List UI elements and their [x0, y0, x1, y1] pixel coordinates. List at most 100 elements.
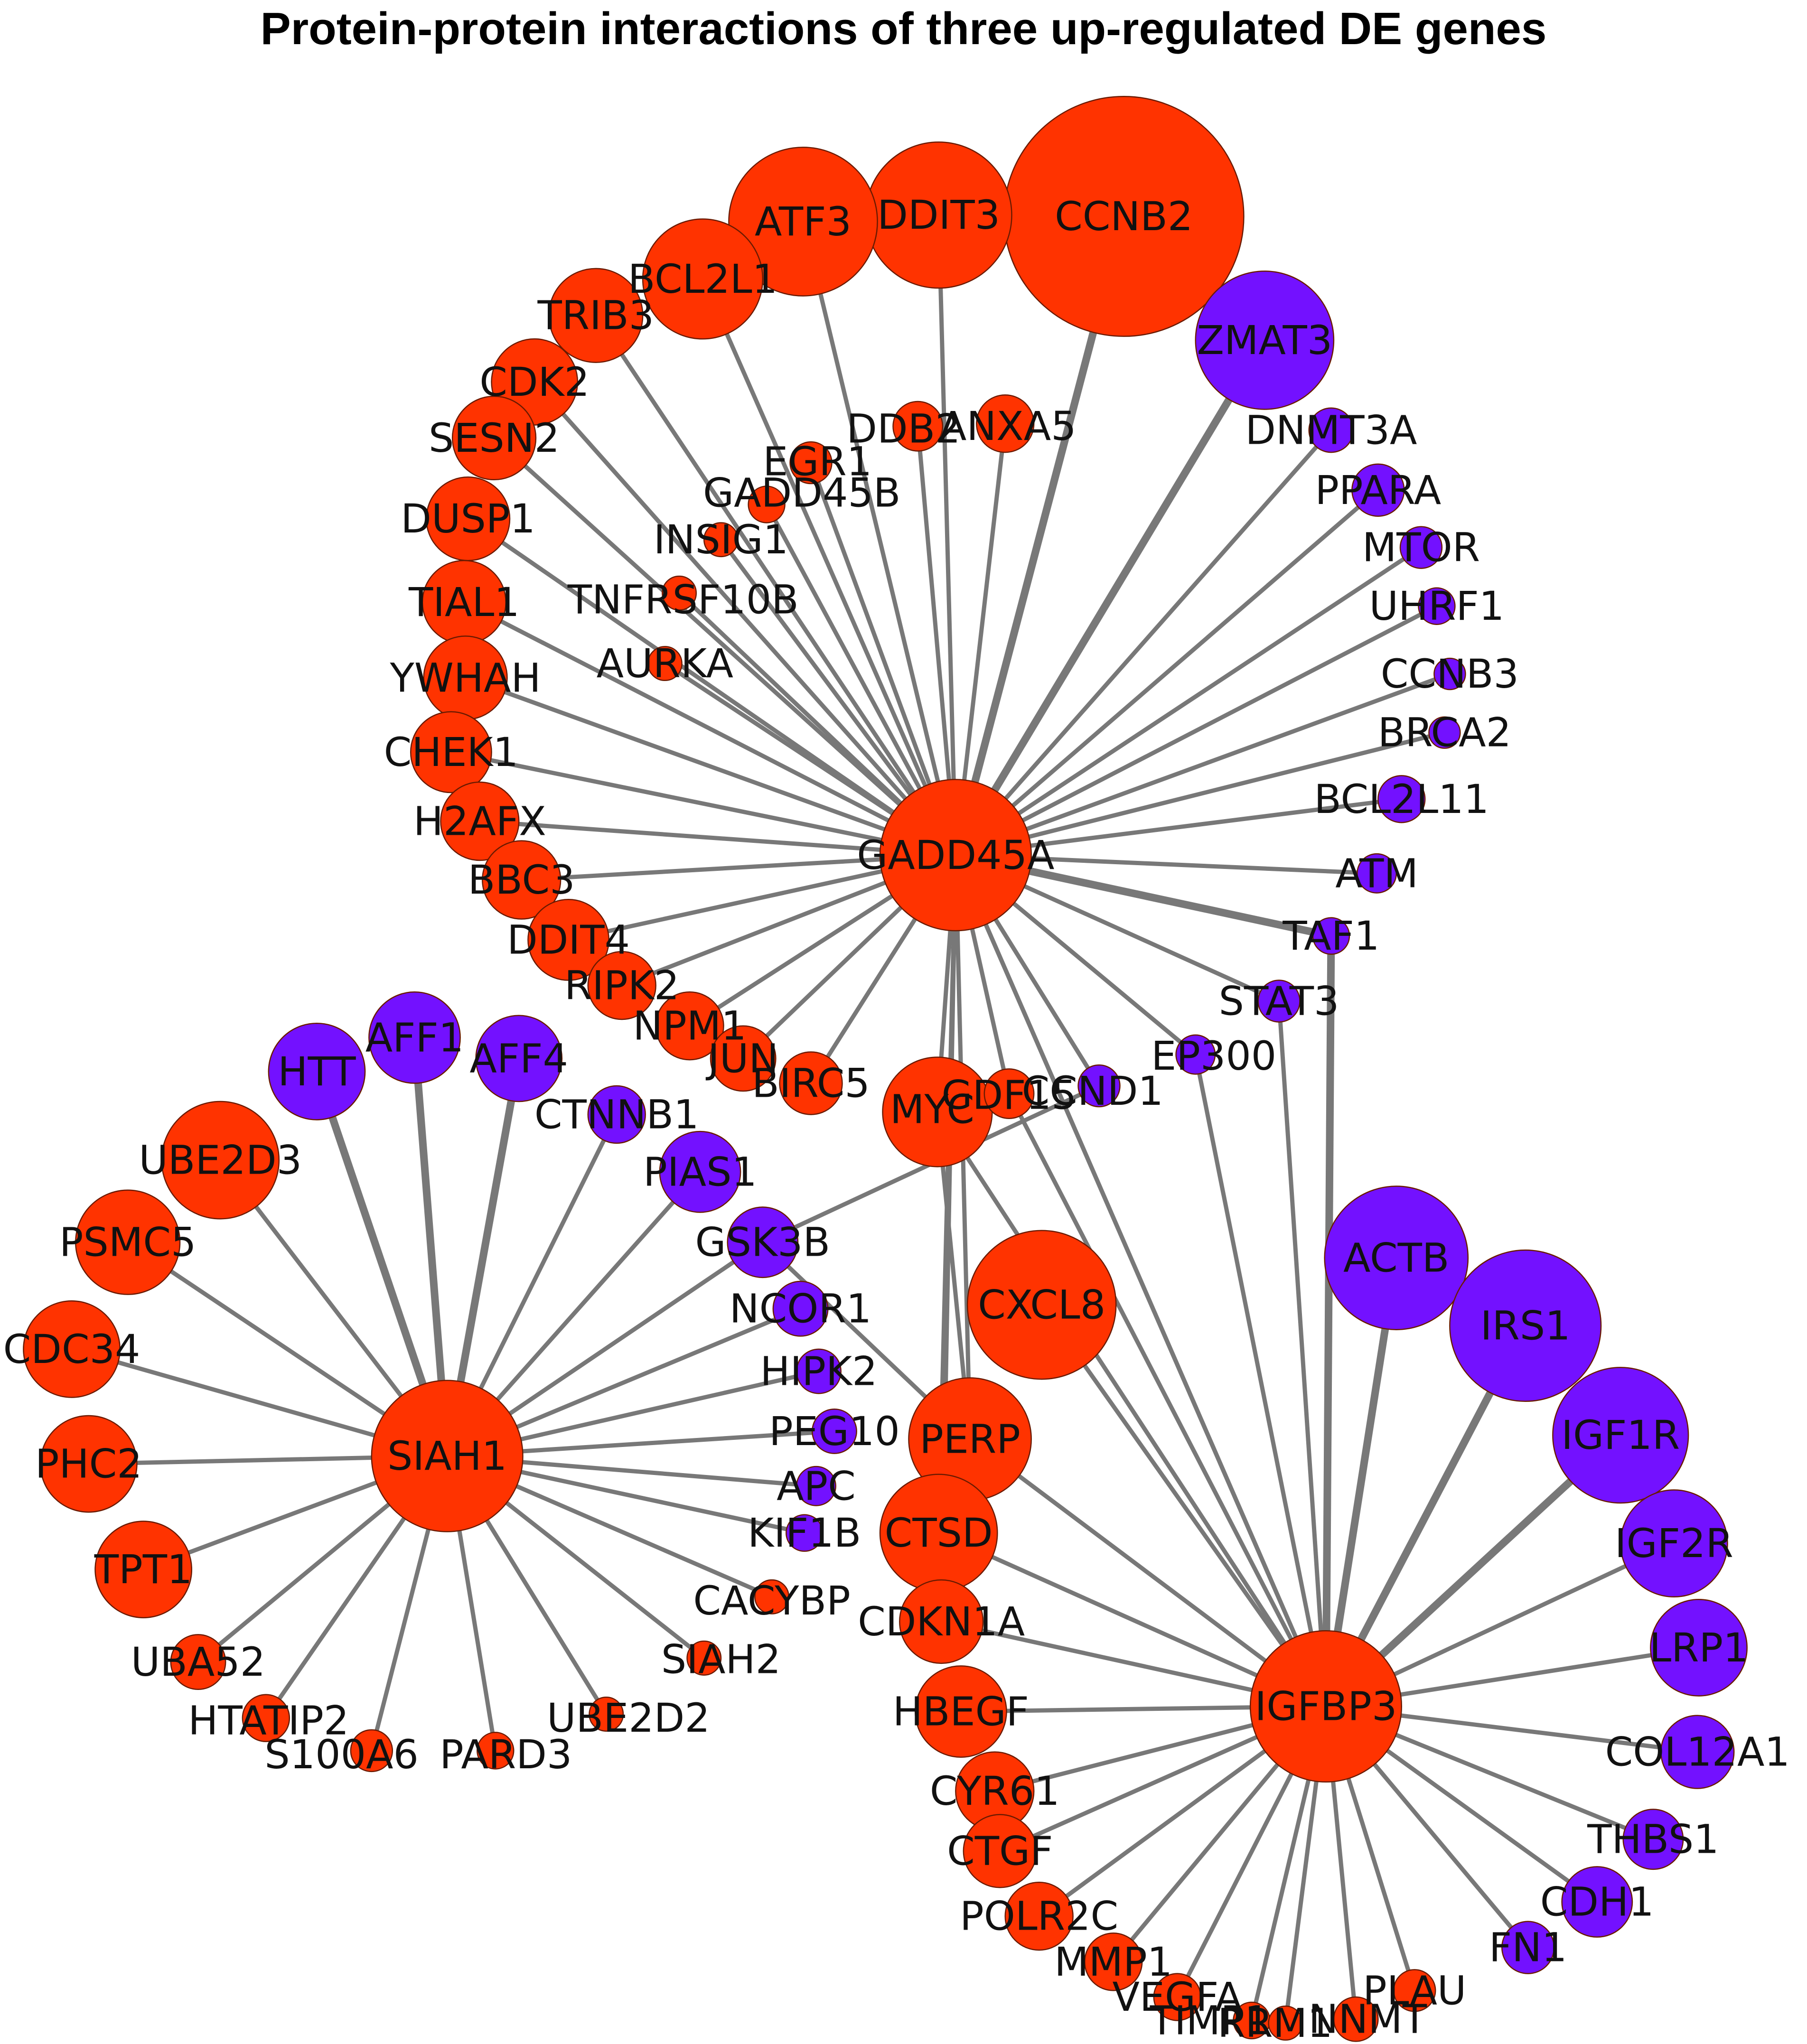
edge-igfbp3-ep300 [1193, 1054, 1328, 1707]
node-cxcl8[interactable] [966, 1230, 1117, 1380]
node-ddb2[interactable] [892, 401, 944, 452]
node-dnmt3a[interactable] [1308, 407, 1354, 453]
node-label-ripk2: RIPK2 [564, 962, 679, 1009]
node-label-perp: PERP [919, 1416, 1021, 1462]
node-label-ppara: PPARA [1315, 467, 1441, 513]
node-htatip2[interactable] [242, 1694, 290, 1742]
node-igfbp3[interactable] [1249, 1630, 1403, 1783]
node-bcl2l11[interactable] [1377, 775, 1426, 823]
node-vegfa[interactable] [1153, 1973, 1202, 2021]
node-aurka[interactable] [647, 646, 683, 681]
node-tpt1[interactable] [94, 1521, 193, 1618]
node-sesn2[interactable] [451, 395, 537, 481]
node-fn1[interactable] [1501, 1921, 1555, 1974]
node-kif1b[interactable] [786, 1514, 824, 1552]
node-psmc5[interactable] [75, 1189, 181, 1295]
node-zmat3[interactable] [1195, 271, 1335, 410]
node-gadd45b[interactable] [748, 485, 786, 523]
node-rrm1[interactable] [1268, 2006, 1303, 2041]
node-atm[interactable] [1357, 853, 1397, 894]
node-peg10[interactable] [811, 1408, 857, 1454]
node-bbc3[interactable] [482, 840, 562, 920]
node-jun[interactable] [710, 1025, 777, 1092]
node-nnmt[interactable] [1333, 1996, 1379, 2042]
node-anxa5[interactable] [976, 394, 1035, 453]
node-insig1[interactable] [703, 522, 739, 558]
node-chek1[interactable] [410, 711, 492, 793]
node-igf2r[interactable] [1620, 1489, 1728, 1598]
node-apc[interactable] [796, 1465, 836, 1506]
node-ube2d2[interactable] [589, 1697, 624, 1732]
node-ube2d3[interactable] [161, 1101, 280, 1220]
node-label-ctnnb1: CTNNB1 [534, 1091, 699, 1138]
node-cdc34[interactable] [23, 1300, 121, 1398]
chart-title: Protein-protein interactions of three up… [260, 3, 1547, 54]
node-hipk2[interactable] [796, 1348, 842, 1394]
node-label-plau: PLAU [1363, 1967, 1466, 2014]
node-label-anxa5: ANXA5 [939, 403, 1077, 449]
node-ccnb3[interactable] [1433, 657, 1466, 691]
node-label-ddb2: DDB2 [846, 406, 960, 452]
node-cdh1[interactable] [1561, 1866, 1633, 1938]
node-ripk2[interactable] [587, 951, 656, 1020]
node-label-taf1: TAF1 [1282, 913, 1379, 959]
node-gadd45a[interactable] [879, 779, 1032, 932]
node-tnfrsf10b[interactable] [662, 575, 697, 611]
node-pias1[interactable] [659, 1130, 741, 1213]
node-label-uba52: UBA52 [131, 1639, 265, 1685]
node-siah2[interactable] [686, 1640, 722, 1676]
node-ctnnb1[interactable] [587, 1085, 646, 1144]
node-phc2[interactable] [39, 1415, 138, 1513]
node-hbegf[interactable] [914, 1665, 1007, 1758]
node-actb[interactable] [1324, 1185, 1469, 1330]
node-label-cxcl8: CXCL8 [978, 1282, 1105, 1328]
node-htt[interactable] [268, 1022, 366, 1120]
node-ncor1[interactable] [772, 1280, 829, 1337]
node-gdf15[interactable] [983, 1068, 1035, 1119]
node-egr1[interactable] [789, 441, 833, 485]
node-label-kif1b: KIF1B [748, 1510, 861, 1556]
node-ddit4[interactable] [527, 899, 609, 981]
node-stat3[interactable] [1257, 980, 1301, 1023]
node-mtor[interactable] [1399, 526, 1443, 569]
node-polr2c[interactable] [1004, 1882, 1074, 1951]
node-lrp1[interactable] [1650, 1599, 1748, 1697]
node-gsk3b[interactable] [727, 1206, 799, 1279]
node-plau[interactable] [1393, 1969, 1436, 2012]
node-label-insig1: INSIG1 [654, 516, 788, 563]
node-label-myc: MYC [890, 1086, 974, 1132]
node-atf3[interactable] [728, 147, 878, 297]
node-cacybp[interactable] [754, 1579, 790, 1615]
node-label-jun: JUN [705, 1035, 778, 1082]
node-bcl2l1[interactable] [642, 218, 764, 340]
node-s100a6[interactable] [350, 1729, 393, 1773]
node-col12a1[interactable] [1660, 1715, 1735, 1789]
node-siah1[interactable] [371, 1380, 524, 1532]
node-aff1[interactable] [368, 991, 461, 1084]
node-npm1[interactable] [655, 991, 724, 1061]
node-taf1[interactable] [1312, 917, 1350, 955]
node-brca2[interactable] [1428, 716, 1461, 749]
node-ctgf[interactable] [963, 1814, 1037, 1888]
node-aff4[interactable] [475, 1015, 563, 1102]
node-label-col12a1: COL12A1 [1605, 1729, 1790, 1775]
node-h2afx[interactable] [440, 781, 520, 861]
node-birc5[interactable] [779, 1051, 843, 1115]
node-cdkn1a[interactable] [899, 1579, 984, 1664]
node-label-gdf15: GDF15 [941, 1072, 1077, 1118]
node-mmp1[interactable] [1084, 1932, 1143, 1991]
node-irs1[interactable] [1449, 1249, 1602, 1402]
node-uba52[interactable] [170, 1634, 226, 1690]
node-label-tnfrsf10b: TNFRSF10B [567, 577, 799, 623]
node-ppara[interactable] [1351, 463, 1405, 517]
node-trib3[interactable] [548, 268, 644, 363]
node-igf1r[interactable] [1552, 1367, 1689, 1504]
node-label-gsk3b: GSK3B [695, 1219, 831, 1266]
node-ccnd1[interactable] [1077, 1064, 1121, 1108]
node-thbs1[interactable] [1622, 1809, 1684, 1870]
node-pard3[interactable] [477, 1732, 515, 1770]
node-label-zmat3: ZMAT3 [1197, 317, 1332, 364]
node-ep300[interactable] [1175, 1034, 1216, 1075]
node-label-tpt1: TPT1 [94, 1546, 193, 1593]
node-uhrf1[interactable] [1418, 587, 1456, 625]
